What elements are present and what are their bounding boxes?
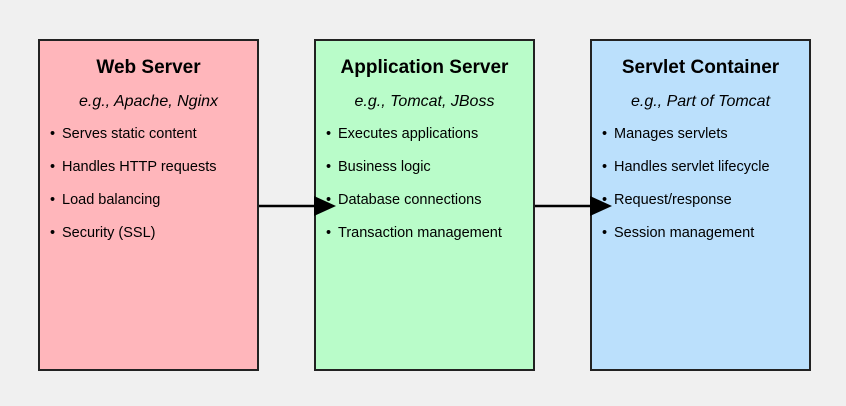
- bullet-icon: •: [602, 126, 608, 142]
- list-item: • Manages servlets: [602, 125, 805, 158]
- list-item-text: Business logic: [338, 159, 431, 175]
- list-item: • Handles servlet lifecycle: [602, 158, 805, 191]
- list-item: • Session management: [602, 224, 805, 257]
- bullet-icon: •: [326, 126, 332, 142]
- bullet-icon: •: [50, 192, 56, 208]
- bullet-icon: •: [50, 225, 56, 241]
- box-title: Servlet Container: [621, 57, 780, 78]
- bullet-icon: •: [326, 159, 332, 175]
- box-example: e.g., Tomcat, JBoss: [354, 93, 495, 110]
- list-item-text: Serves static content: [62, 126, 197, 142]
- list-item: • Security (SSL): [50, 224, 253, 257]
- bullet-icon: •: [602, 192, 608, 208]
- list-item: • Serves static content: [50, 125, 253, 158]
- list-item: • Load balancing: [50, 191, 253, 224]
- box-item-list: • Serves static content • Handles HTTP req…: [50, 125, 253, 257]
- box-item-list: • Executes applications • Business logic •…: [326, 125, 529, 257]
- bullet-icon: •: [50, 126, 56, 142]
- list-item-text: Load balancing: [62, 192, 161, 208]
- servlet-container-box: Servlet Container e.g., Part of Tomcat •…: [590, 39, 811, 371]
- box-title: Application Server: [340, 57, 509, 78]
- list-item-text: Transaction management: [338, 225, 502, 241]
- box-example: e.g., Part of Tomcat: [630, 93, 771, 110]
- list-item-text: Session management: [614, 225, 755, 241]
- box-example: e.g., Apache, Nginx: [78, 93, 219, 110]
- bullet-icon: •: [50, 159, 56, 175]
- list-item-text: Handles HTTP requests: [62, 159, 217, 175]
- list-item-text: Executes applications: [338, 126, 479, 142]
- list-item-text: Security (SSL): [62, 225, 156, 241]
- list-item-text: Database connections: [338, 192, 482, 208]
- list-item: • Business logic: [326, 158, 529, 191]
- box-title: Web Server: [96, 57, 201, 78]
- application-server-box: Application Server e.g., Tomcat, JBoss •…: [314, 39, 535, 371]
- web-server-box: Web Server e.g., Apache, Nginx • Serves s…: [38, 39, 259, 371]
- box-item-list: • Manages servlets • Handles servlet lifec…: [602, 125, 805, 257]
- list-item: • Request/response: [602, 191, 805, 224]
- bullet-icon: •: [326, 225, 332, 241]
- list-item-text: Request/response: [614, 192, 732, 208]
- bullet-icon: •: [602, 225, 608, 241]
- bullet-icon: •: [602, 159, 608, 175]
- list-item: • Handles HTTP requests: [50, 158, 253, 191]
- list-item: • Executes applications: [326, 125, 529, 158]
- list-item: • Database connections: [326, 191, 529, 224]
- list-item: • Transaction management: [326, 224, 529, 257]
- list-item-text: Manages servlets: [614, 126, 728, 142]
- bullet-icon: •: [326, 192, 332, 208]
- list-item-text: Handles servlet lifecycle: [614, 159, 770, 175]
